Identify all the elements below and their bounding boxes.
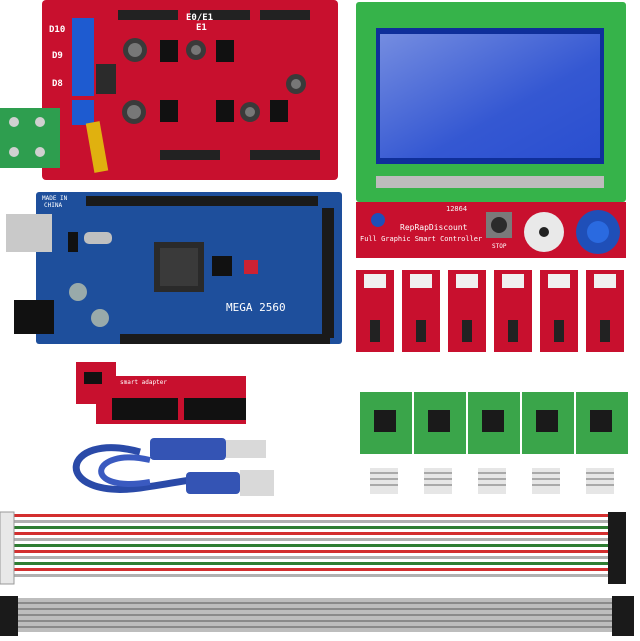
smart-adapter [76,362,246,424]
endstop-row [356,270,624,352]
heatsink [370,468,398,494]
lcd-stop-label: STOP [492,243,507,250]
adapter-label: smart adapter [120,379,167,386]
mega-made-in: MADE IN [42,195,68,202]
ramps-label-d10: D10 [49,25,66,35]
heatsink [532,468,560,494]
lcd-model: 12864 [446,205,468,213]
endstop-board [586,270,624,352]
ribbon-cable-color [0,511,626,585]
usb-cable [72,438,274,496]
heatsink-row [370,468,614,494]
heatsink [424,468,452,494]
ramps-board [0,0,338,180]
stepper-driver [576,392,628,454]
lcd-controller [356,2,626,258]
driver-row [360,392,628,454]
stepper-driver [522,392,574,454]
stepper-driver [414,392,466,454]
ramps-label-d8: D8 [52,79,63,89]
ribbon-cable-gray [0,596,634,636]
ramps-label-e1: E1 [196,23,207,33]
endstop-board [540,270,578,352]
mega-model: MEGA 2560 [226,301,286,314]
stepper-driver [468,392,520,454]
ramps-label-e0e1: E0/E1 [186,13,214,23]
mega-china: CHINA [44,202,63,209]
endstop-board [356,270,394,352]
mega-board [6,192,342,344]
heatsink [586,468,614,494]
endstop-board [494,270,532,352]
heatsink [478,468,506,494]
lcd-brand: RepRapDiscount [400,223,468,232]
endstop-board [448,270,486,352]
endstop-board [402,270,440,352]
lcd-subtitle: Full Graphic Smart Controller [360,235,483,243]
ramps-label-d9: D9 [52,51,63,61]
stepper-driver [360,392,412,454]
